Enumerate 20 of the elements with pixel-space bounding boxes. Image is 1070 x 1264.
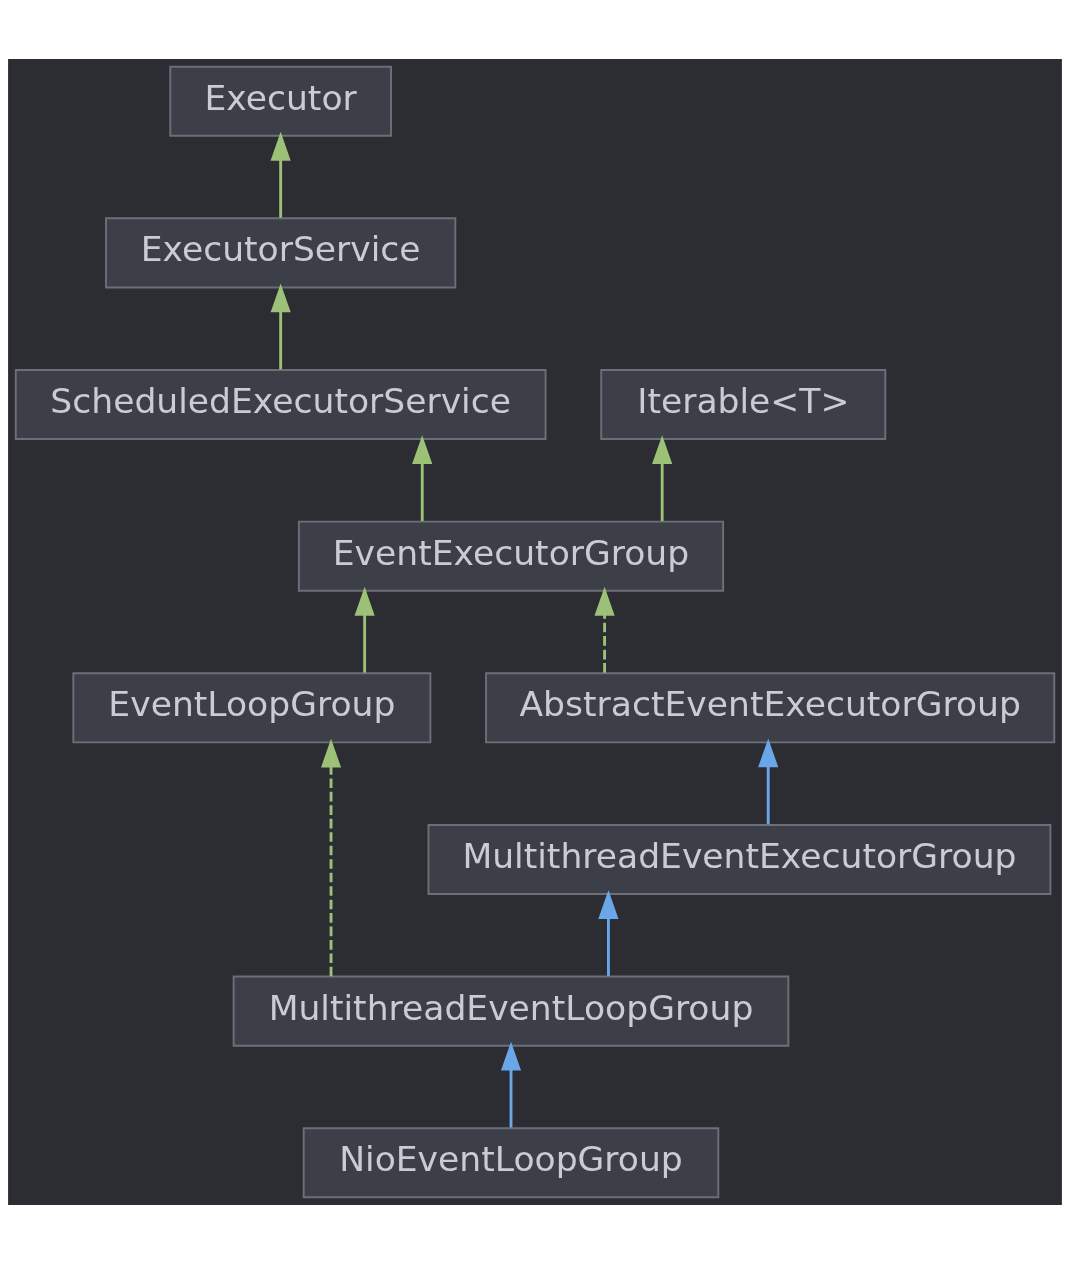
node-box: ScheduledExecutorService — [14, 369, 547, 441]
arrow — [598, 890, 619, 976]
node-box: AbstractEventExecutorGroup — [485, 672, 1056, 744]
arrow — [412, 435, 433, 521]
arrow — [652, 435, 673, 521]
node-box: MultithreadEventExecutorGroup — [427, 823, 1052, 895]
arrow — [270, 283, 291, 370]
arrow — [758, 738, 779, 825]
arrow — [270, 131, 291, 218]
arrow — [594, 586, 615, 673]
arrow — [320, 738, 342, 977]
node-box: ExecutorService — [105, 217, 457, 289]
node-box: EventExecutorGroup — [297, 520, 725, 592]
node-box: NioEventLoopGroup — [302, 1127, 720, 1199]
node-box: Iterable<T> — [600, 369, 887, 441]
node-box: EventLoopGroup — [72, 672, 432, 744]
node-box: MultithreadEventLoopGroup — [232, 975, 790, 1047]
node-box: Executor — [169, 65, 392, 137]
arrow — [354, 586, 375, 673]
arrow — [500, 1041, 522, 1128]
